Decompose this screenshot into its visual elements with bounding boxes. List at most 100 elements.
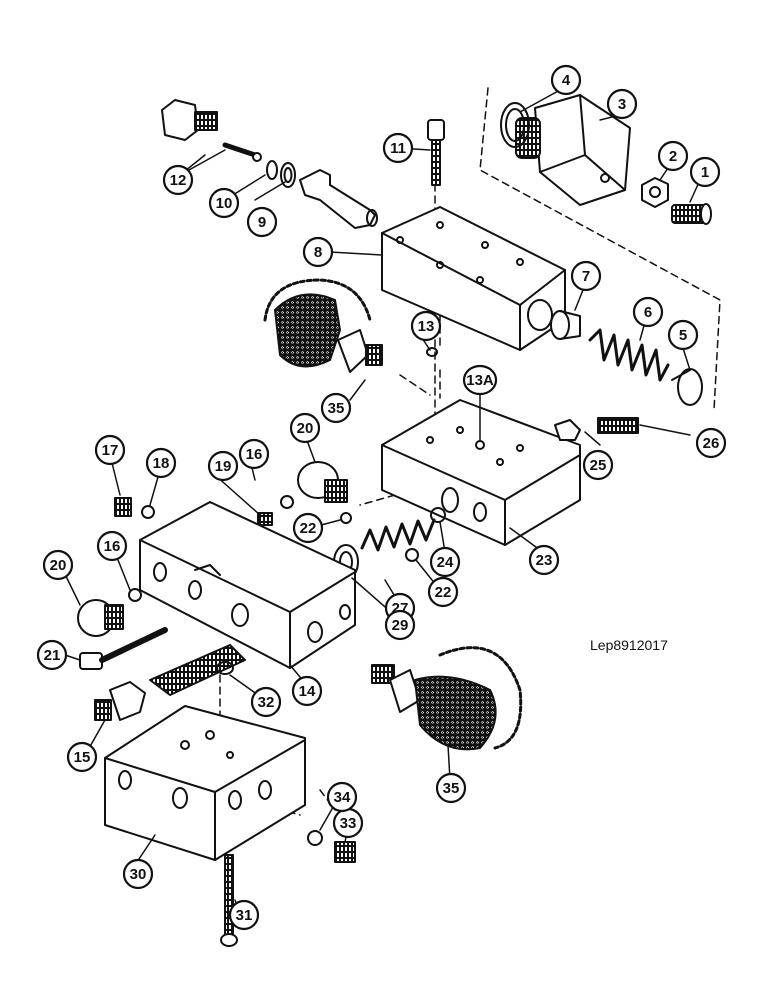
callout-label: 31 [236, 907, 253, 924]
callout-label: 29 [392, 617, 409, 634]
nut-2 [641, 177, 669, 208]
o-ring-22 [405, 548, 419, 562]
callout-label: 11 [390, 140, 406, 157]
callout-label: 16 [104, 538, 121, 555]
valve-body-14 [139, 501, 356, 669]
callout-label: 19 [215, 458, 232, 475]
bolt-31 [220, 854, 238, 947]
callout-31: 31 [228, 899, 260, 931]
callout-label: 13 [418, 318, 435, 335]
o-ring-9 [280, 162, 296, 188]
callout-label: 24 [437, 554, 454, 571]
callout-label: 16 [246, 446, 263, 463]
breather-35-bottom [371, 646, 523, 751]
valve-block-8 [381, 206, 566, 351]
plug-7 [550, 310, 581, 340]
callout-label: 8 [314, 244, 322, 261]
callout-label: 22 [300, 520, 317, 537]
callout-8: 8 [302, 236, 334, 268]
callout-label: 15 [74, 749, 91, 766]
plug-17 [114, 497, 132, 517]
callout-label: 14 [299, 683, 316, 700]
ball-34 [307, 830, 323, 846]
callout-label: 21 [44, 647, 61, 664]
plug-20-top [297, 461, 348, 503]
callout-15: 15 [66, 741, 98, 773]
adjusting-screw-1 [671, 203, 712, 225]
seal-24 [430, 507, 446, 523]
o-ring-32 [216, 661, 234, 675]
o-ring-22-top [340, 512, 352, 524]
breather-35-top [263, 278, 383, 373]
callout-label: 35 [443, 780, 460, 797]
callout-label: 34 [334, 789, 351, 806]
callout-22: 22 [292, 512, 324, 544]
base-block-30 [104, 705, 306, 861]
callout-24: 24 [429, 546, 461, 578]
callout-label: 35 [328, 400, 345, 417]
callout-34: 34 [326, 781, 358, 813]
callout-16: 16 [238, 438, 270, 470]
callout-33: 33 [332, 807, 364, 839]
ball-16-top [280, 495, 294, 509]
callout-label: 4 [562, 72, 571, 89]
manifold-block-23 [381, 399, 581, 546]
callout-label: 17 [102, 442, 119, 459]
callout-label: 25 [590, 457, 607, 474]
callout-label: 1 [701, 164, 709, 181]
callout-6: 6 [632, 296, 664, 328]
callout-10: 10 [208, 187, 240, 219]
callout-label: 30 [130, 866, 147, 883]
callout-label: 23 [536, 552, 553, 569]
callout-label: 2 [669, 148, 677, 165]
callout-5: 5 [667, 319, 699, 351]
callout-20: 20 [289, 412, 321, 444]
bolt-11 [427, 119, 445, 186]
callout-label: 22 [435, 584, 452, 601]
spring-6 [588, 328, 670, 382]
callout-3: 3 [606, 88, 638, 120]
callout-32: 32 [250, 686, 282, 718]
spool-8 [299, 169, 378, 229]
callout-16: 16 [96, 530, 128, 562]
callout-12: 12 [162, 164, 194, 196]
callout-label: 9 [258, 214, 266, 231]
callout-label: 20 [297, 420, 314, 437]
plug-20-left [77, 599, 124, 637]
callout-35: 35 [320, 392, 352, 424]
callout-label: 32 [258, 694, 275, 711]
nut-25 [554, 419, 581, 441]
callout-label: 10 [216, 195, 233, 212]
callout-label: 20 [50, 557, 67, 574]
callout-label: 5 [679, 327, 687, 344]
ball-16 [128, 588, 142, 602]
callout-35: 35 [435, 772, 467, 804]
callout-29: 29 [384, 609, 416, 641]
callout-23: 23 [528, 544, 560, 576]
fitting-12 [161, 99, 262, 162]
callout-30: 30 [122, 858, 154, 890]
callout-label: 13A [466, 372, 494, 389]
callout-26: 26 [695, 427, 727, 459]
spool-14 [149, 644, 246, 696]
ball-18 [141, 505, 155, 519]
callout-label: 12 [170, 172, 187, 189]
callout-4: 4 [550, 64, 582, 96]
spring-27 [360, 518, 436, 552]
relief-valve-body [515, 94, 631, 206]
callout-13: 13 [410, 310, 442, 342]
callout-18: 18 [145, 447, 177, 479]
screw-26 [597, 417, 639, 434]
callout-22: 22 [427, 576, 459, 608]
callout-13A: 13A [462, 364, 498, 396]
callout-label: 33 [340, 815, 357, 832]
callout-20: 20 [42, 549, 74, 581]
callout-11: 11 [382, 132, 414, 164]
plug-19 [257, 512, 273, 526]
callout-7: 7 [570, 260, 602, 292]
washer-10 [266, 160, 278, 180]
callout-1: 1 [689, 156, 721, 188]
